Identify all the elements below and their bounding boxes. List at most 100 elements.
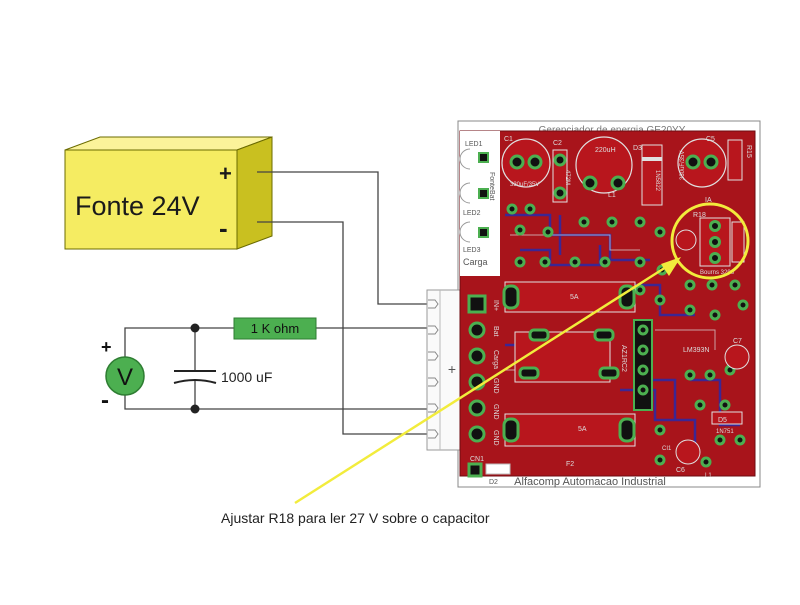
- pad: [514, 224, 526, 236]
- label-bat: Bat: [488, 190, 495, 201]
- label-d5-val: 1N751: [716, 429, 734, 435]
- r18-highlight-circle: [670, 202, 750, 280]
- fuse-1-pad: [502, 284, 520, 310]
- terminal-slot: [428, 403, 439, 413]
- power-supply-side: [236, 136, 273, 250]
- label-l2: L1: [705, 473, 712, 479]
- c2-pad: [553, 153, 567, 167]
- wire-meter-top: [124, 327, 234, 357]
- inductor-pad: [610, 175, 626, 191]
- label-ia: IA: [705, 197, 712, 204]
- voltmeter-minus: -: [101, 387, 109, 414]
- wire-plus-to-in: [257, 171, 428, 305]
- annotation-text: Ajustar R18 para ler 27 V sobre o capaci…: [221, 510, 490, 526]
- pad: [684, 304, 696, 316]
- ic-pin: [637, 364, 649, 376]
- label-d5: D5: [718, 417, 727, 424]
- pad: [606, 216, 618, 228]
- fuse-2-pad: [618, 417, 636, 443]
- power-supply-front: [64, 149, 238, 250]
- trimmer-r18: R18 IA Bourns 3296: [675, 197, 745, 276]
- r18-side: [731, 221, 745, 263]
- voltmeter-plus: +: [101, 337, 112, 357]
- pad: [654, 424, 666, 436]
- ic-pin: [637, 324, 649, 336]
- relay-pad: [593, 328, 615, 342]
- label-fonte: Fonte: [488, 172, 495, 190]
- relay-pad: [598, 366, 620, 380]
- power-supply: Fonte 24V + -: [64, 136, 273, 250]
- c3-pad: [685, 154, 701, 170]
- label-r18-note: Bourns 3296: [700, 270, 735, 276]
- terminal-pad: [468, 399, 486, 417]
- label-in-plus: IN+: [492, 300, 499, 311]
- terminal-pad: [468, 347, 486, 365]
- capacitor: 1000 uF: [173, 369, 272, 385]
- pad: [654, 454, 666, 466]
- terminal-pad-square: [467, 294, 487, 314]
- power-supply-minus: -: [219, 213, 228, 243]
- label-carga-pin: Carga: [492, 350, 499, 369]
- pad: [539, 256, 551, 268]
- label-l1: L1: [608, 192, 616, 199]
- terminal-slot: [428, 377, 439, 387]
- c1-pad: [527, 154, 543, 170]
- capacitor-c6: C6: [675, 439, 701, 474]
- r18-pad: [709, 236, 721, 248]
- inductor-pad: [582, 175, 598, 191]
- pad: [729, 279, 741, 291]
- terminal-connector: +: [426, 289, 462, 451]
- voltmeter: V + -: [101, 337, 145, 414]
- pad: [719, 399, 731, 411]
- fuse-1: 5A: [502, 281, 636, 313]
- resistor: 1 K ohm: [233, 317, 317, 340]
- c1-outline: [501, 138, 551, 188]
- c3-outline: [677, 138, 727, 188]
- label-led3: LED3: [463, 247, 481, 254]
- label-cn1: CN1: [470, 456, 484, 463]
- terminal-slot: [428, 429, 439, 439]
- led2-outline: [459, 182, 471, 204]
- cn1-silk: [485, 463, 511, 475]
- diode-d5: D5 1N751: [711, 411, 743, 435]
- resistor-r15: R15: [727, 139, 752, 181]
- led2-pad: [478, 188, 489, 199]
- terminal-slot: [428, 351, 439, 361]
- small-pads: [506, 203, 749, 321]
- r18-pad: [709, 252, 721, 264]
- label-fuse-1: 5A: [570, 294, 579, 301]
- pad: [654, 294, 666, 306]
- trace: [690, 378, 740, 427]
- label-r18: R18: [693, 212, 706, 219]
- terminal-pad: [468, 321, 486, 339]
- diode-band: [642, 157, 662, 161]
- board-footer: Alfacomp Automacao Industrial: [514, 476, 666, 488]
- silk-line: [655, 329, 716, 350]
- terminal-slot: [428, 325, 439, 335]
- resistor-label: 1 K ohm: [251, 321, 299, 336]
- capacitor-c2: 472M C2: [552, 140, 570, 203]
- wire-meter-bottom: [124, 395, 428, 410]
- label-ic: AZ1RC2: [620, 345, 627, 372]
- capacitor-c3: 330uF/35V C5: [677, 136, 727, 188]
- pad: [700, 456, 712, 468]
- pad: [514, 256, 526, 268]
- relay-ic: AZ1RC2: [514, 328, 627, 383]
- power-supply-title: Fonte 24V: [75, 191, 200, 221]
- c7-outline: [724, 344, 750, 370]
- relay-pad: [528, 328, 550, 342]
- pad: [709, 309, 721, 321]
- label-r15: R15: [745, 145, 752, 158]
- c6-outline: [675, 439, 701, 465]
- label-inductor: 220uH: [595, 147, 616, 154]
- pad: [734, 434, 746, 446]
- label-c1-val: 330uF/35V: [510, 182, 539, 188]
- cn1-pad: [467, 462, 483, 478]
- c2-pad: [553, 186, 567, 200]
- fuse-1-outline: [504, 281, 636, 313]
- annotation-arrow-line: [294, 260, 675, 505]
- r18-pad: [709, 220, 721, 232]
- label-c3-val: 330uF/35V: [680, 151, 686, 180]
- pad: [706, 279, 718, 291]
